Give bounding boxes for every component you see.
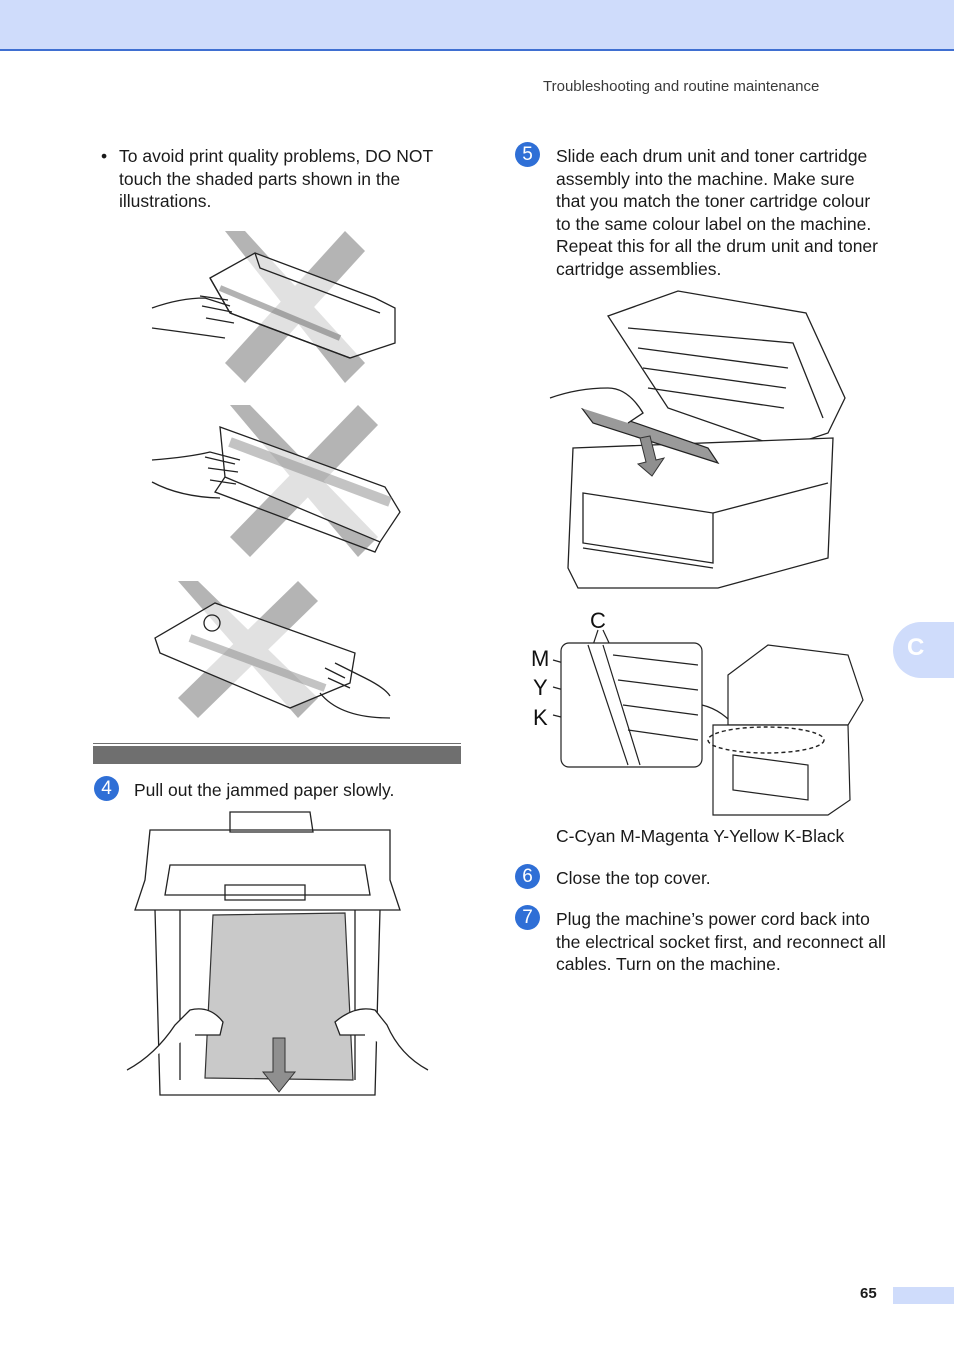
step-4-number: 4	[94, 776, 119, 801]
page-number-bar	[893, 1287, 954, 1304]
color-label-detail-illustration	[552, 629, 864, 816]
step-7-number: 7	[515, 905, 540, 930]
toner-cartridge-do-not-touch-illustration	[151, 231, 396, 383]
drum-unit-bottom-do-not-touch-illustration	[154, 581, 391, 719]
chapter-tab-letter: C	[907, 634, 925, 661]
section-title: Troubleshooting and routine maintenance	[543, 78, 820, 95]
step-5-number: 5	[515, 142, 540, 167]
label-y: Y	[533, 675, 548, 700]
chapter-tab: C	[893, 622, 954, 678]
step-7-text: Plug the machine’s power cord back into …	[556, 909, 886, 974]
step-4-text: Pull out the jammed paper slowly.	[134, 780, 395, 800]
label-c: C	[590, 608, 606, 633]
step-6-text: Close the top cover.	[556, 868, 711, 888]
color-legend: C-Cyan M-Magenta Y-Yellow K-Black	[556, 826, 845, 846]
color-label-highlight	[707, 726, 825, 754]
pull-jammed-paper-illustration	[126, 811, 429, 1096]
insert-drum-assembly-illustration	[549, 290, 846, 589]
step-5-text: Slide each drum unit and toner cartridge…	[556, 146, 878, 279]
drum-unit-top-do-not-touch-illustration	[151, 405, 401, 557]
label-k: K	[533, 705, 548, 730]
note-text: To avoid print quality problems, DO NOT …	[119, 146, 433, 211]
page-number: 65	[860, 1285, 877, 1302]
label-m: M	[531, 646, 550, 671]
section-separator-bar	[93, 742, 461, 764]
bullet-dot: •	[101, 146, 108, 166]
step-6-number: 6	[515, 864, 540, 889]
top-header-band	[0, 0, 954, 51]
